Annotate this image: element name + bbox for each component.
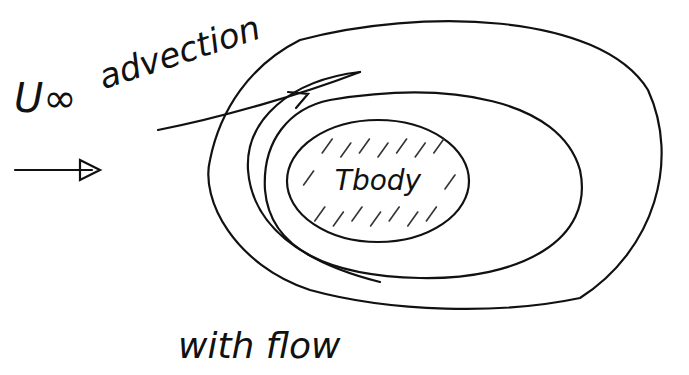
caption-note: with flow [178, 328, 341, 364]
hatch-stroke [352, 207, 362, 221]
body-ellipse: Tbody [285, 118, 471, 244]
hatch-stroke [426, 207, 436, 221]
outer-contour [208, 21, 661, 309]
hatch-stroke [304, 171, 314, 185]
hatch-stroke [408, 212, 418, 226]
hatch-stroke [415, 143, 425, 157]
inner-contour [265, 93, 582, 278]
body-ellipse-outline [287, 120, 469, 242]
advection-arrowhead [288, 92, 308, 108]
advection-label: advection [94, 10, 264, 94]
hatch-stroke [397, 139, 407, 153]
free-stream-label: U∞ [14, 78, 77, 118]
hatch-stroke [315, 207, 325, 221]
node-text: Tbody [335, 167, 421, 195]
advection-arrow [158, 72, 360, 130]
hatch-stroke [389, 207, 399, 221]
hatch-stroke [322, 139, 332, 153]
hatch-stroke [333, 212, 343, 226]
hatch-stroke [341, 143, 351, 157]
hatch-stroke [434, 139, 444, 153]
hatch-stroke [445, 175, 455, 189]
flow-arrowhead [80, 160, 100, 180]
hatch-stroke [378, 143, 388, 157]
hatch-stroke [359, 139, 369, 153]
hatch-stroke [371, 212, 381, 226]
